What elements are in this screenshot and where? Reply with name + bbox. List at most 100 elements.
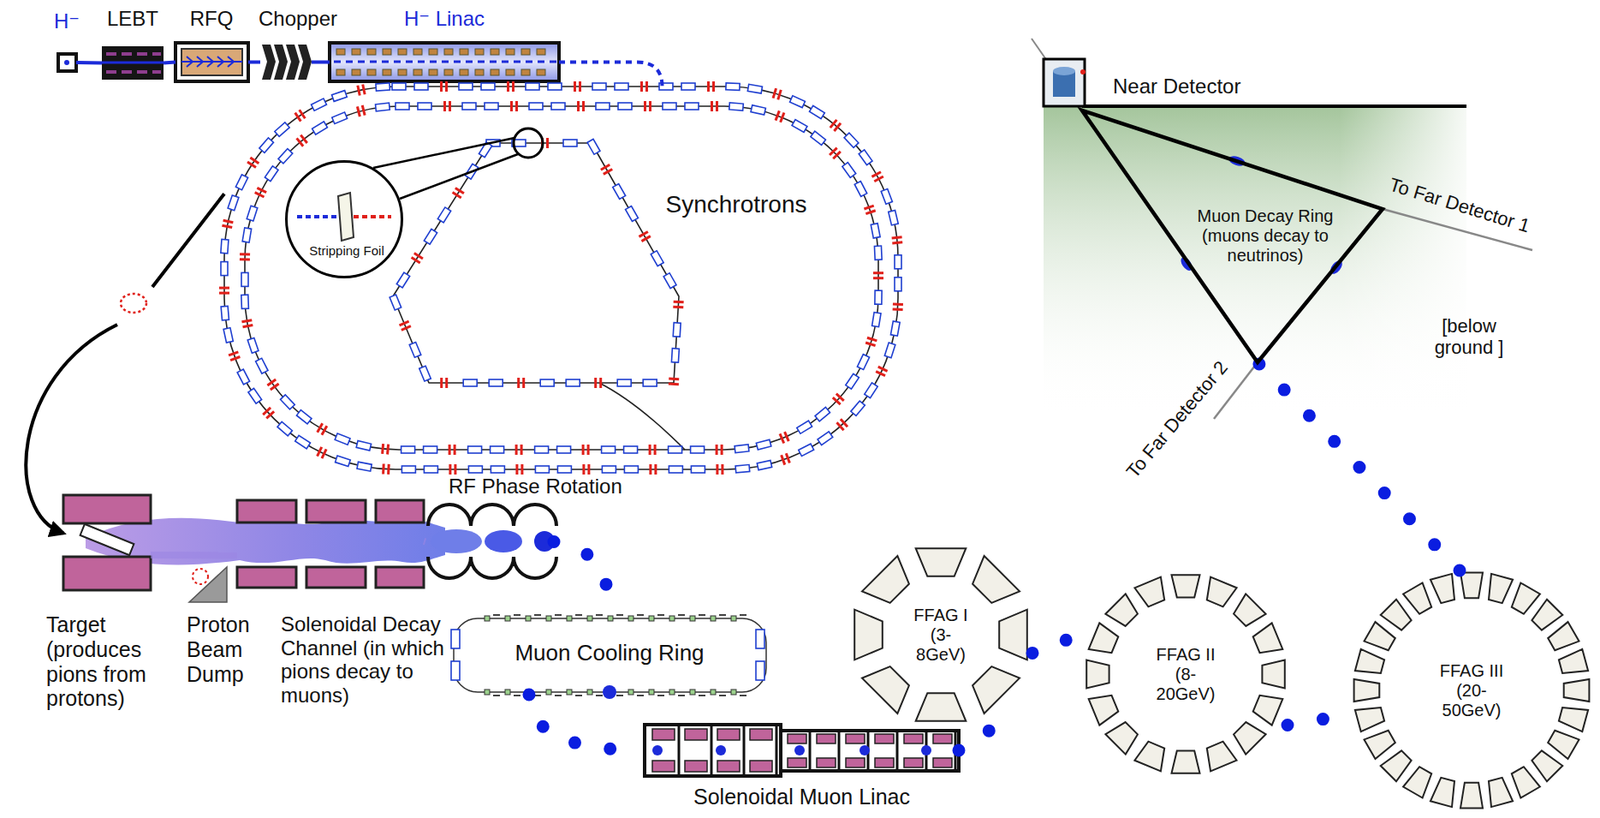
illustration-shape bbox=[273, 44, 288, 80]
illustration-stroke bbox=[546, 615, 552, 621]
illustration-shape bbox=[101, 61, 164, 65]
illustration-stroke bbox=[755, 439, 771, 450]
illustration-stroke bbox=[601, 446, 616, 453]
foil-illustration bbox=[285, 160, 404, 279]
illustration-stroke bbox=[1086, 660, 1109, 689]
diagram-node: RF Phase Rotation bbox=[425, 500, 554, 583]
illustration-stroke bbox=[444, 69, 453, 76]
illustration-stroke bbox=[367, 48, 376, 55]
illustration-stroke bbox=[398, 69, 407, 76]
illustration-stroke bbox=[717, 728, 740, 740]
illustration-stroke bbox=[873, 276, 884, 280]
illustration-stroke bbox=[582, 444, 585, 455]
illustration-stroke bbox=[892, 303, 904, 307]
illustration-stroke bbox=[845, 373, 860, 389]
illustration-stroke bbox=[1547, 730, 1579, 759]
illustration-stroke bbox=[356, 106, 362, 117]
illustration-shape bbox=[644, 724, 781, 776]
illustration-stroke bbox=[888, 209, 899, 225]
illustration-stroke bbox=[557, 446, 572, 453]
illustration-stroke bbox=[493, 613, 500, 616]
illustration-stroke bbox=[817, 431, 833, 446]
illustration-stroke bbox=[440, 377, 443, 388]
illustration-stroke bbox=[490, 446, 505, 453]
illustration-stroke bbox=[616, 694, 624, 696]
diagram-node: Solenoidal Decay Channel (in which pions… bbox=[237, 499, 424, 588]
illustration-stroke bbox=[874, 175, 885, 183]
illustration-stroke bbox=[999, 609, 1028, 661]
node-label: Near Detector bbox=[1112, 74, 1285, 99]
illustration-stroke bbox=[338, 192, 354, 241]
illustration-stroke bbox=[392, 83, 406, 90]
illustration-stroke bbox=[872, 312, 881, 328]
illustration-stroke bbox=[595, 694, 603, 696]
beam-connector bbox=[1032, 632, 1084, 653]
illustration-stroke bbox=[459, 48, 469, 55]
illustration-shape bbox=[297, 44, 312, 80]
beam-connector bbox=[163, 62, 176, 64]
illustration-stroke bbox=[578, 81, 582, 92]
illustration-stroke bbox=[534, 613, 542, 616]
illustration-stroke bbox=[490, 465, 505, 473]
illustration-shape bbox=[63, 494, 151, 524]
illustration-stroke bbox=[520, 463, 524, 475]
illustration-stroke bbox=[1430, 777, 1455, 807]
illustration-stroke bbox=[624, 446, 638, 453]
illustration-stroke bbox=[510, 101, 513, 112]
illustration-stroke bbox=[719, 613, 726, 616]
diagram-node: Target (produces pions from protons) bbox=[63, 494, 151, 590]
illustration-stroke bbox=[1088, 695, 1119, 726]
illustration-stroke bbox=[845, 757, 865, 768]
illustration-stroke bbox=[237, 368, 250, 385]
illustration-stroke bbox=[484, 102, 499, 110]
illustration-stroke bbox=[1380, 749, 1412, 781]
illustration-stroke bbox=[468, 465, 482, 473]
node-label: Synchrotrons bbox=[650, 190, 822, 219]
illustration-stroke bbox=[505, 48, 515, 55]
beam-connector bbox=[559, 62, 663, 88]
illustration-stroke bbox=[493, 694, 500, 696]
illustration-stroke bbox=[972, 666, 1020, 714]
illustration-stroke bbox=[1488, 777, 1513, 807]
illustration-stroke bbox=[389, 294, 402, 310]
illustration-stroke bbox=[513, 694, 521, 696]
illustration-stroke bbox=[484, 689, 490, 695]
illustration-stroke bbox=[398, 48, 407, 55]
illustration-stroke bbox=[490, 69, 500, 76]
illustration-stroke bbox=[775, 725, 779, 774]
illustration-stroke bbox=[874, 245, 882, 260]
illustration-stroke bbox=[654, 444, 657, 455]
illustration-stroke bbox=[484, 615, 490, 621]
illustration-stroke bbox=[356, 461, 372, 471]
illustration-stroke bbox=[535, 465, 549, 473]
illustration-stroke bbox=[1105, 593, 1138, 626]
illustration-stroke bbox=[755, 629, 765, 649]
illustration-stroke bbox=[267, 378, 278, 387]
illustration-stroke bbox=[652, 744, 663, 756]
illustration-stroke bbox=[395, 102, 410, 110]
illustration-shape bbox=[430, 529, 482, 554]
illustration-shape bbox=[64, 59, 70, 66]
illustration-stroke bbox=[259, 137, 274, 153]
illustration-stroke bbox=[428, 69, 438, 76]
illustration-stroke bbox=[845, 733, 865, 744]
illustration-stroke bbox=[874, 757, 894, 768]
illustration-stroke bbox=[640, 81, 643, 92]
illustration-stroke bbox=[641, 234, 652, 243]
illustration-stroke bbox=[678, 725, 681, 774]
illustration-stroke bbox=[776, 89, 782, 100]
illustration-stroke bbox=[242, 323, 253, 328]
node-label: Target (produces pions from protons) bbox=[46, 612, 162, 711]
illustration-stroke bbox=[505, 69, 515, 76]
illustration-stroke bbox=[669, 689, 675, 695]
diagram-node: FFAG III (20-50GeV) bbox=[1351, 570, 1592, 810]
diagram-node: Muon Cooling Ring bbox=[448, 612, 771, 695]
illustration-stroke bbox=[254, 190, 265, 198]
illustration-stroke bbox=[462, 102, 476, 110]
illustration-shape bbox=[224, 86, 899, 470]
illustration-stroke bbox=[636, 694, 644, 696]
illustration-stroke bbox=[255, 357, 268, 374]
illustration-shape bbox=[181, 60, 243, 63]
illustration-stroke bbox=[648, 444, 652, 455]
